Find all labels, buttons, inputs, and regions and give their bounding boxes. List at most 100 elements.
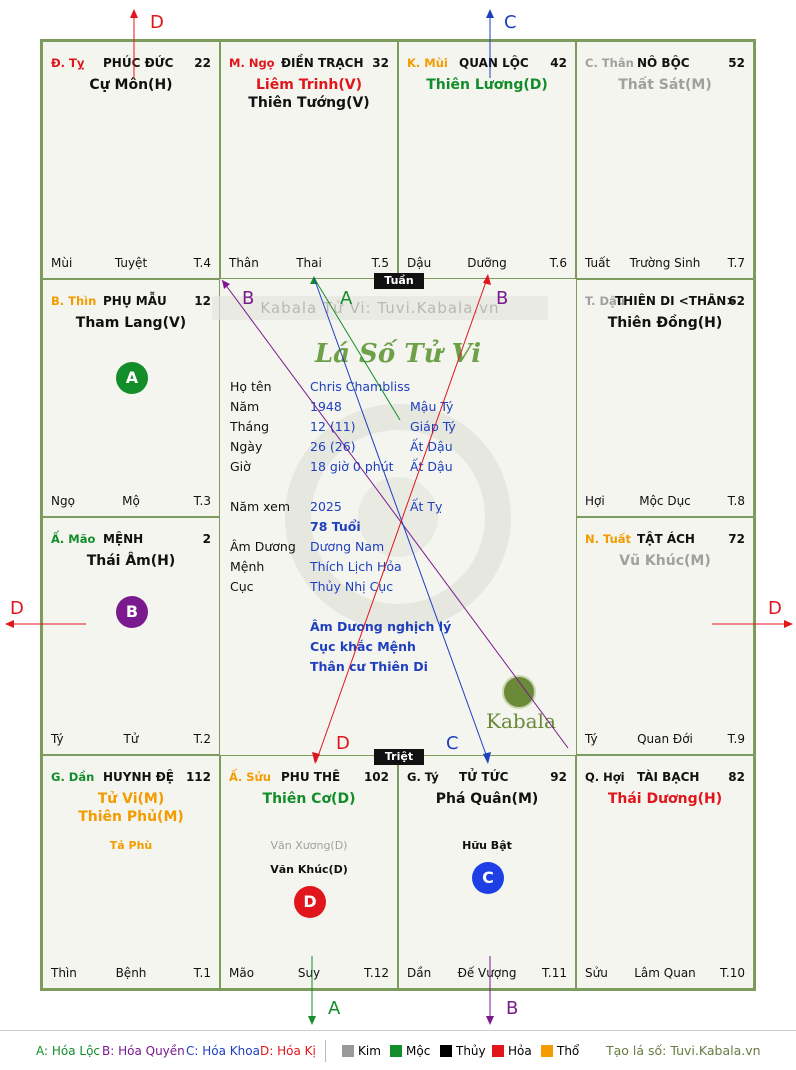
palace-age: 52 — [728, 56, 745, 70]
hoa-swatch — [492, 1045, 504, 1057]
value-nam-xem-canchi: Ất Tỵ — [410, 499, 443, 514]
footer-month: T.11 — [542, 966, 567, 980]
note-cuc-khac-menh: Cục khắc Mệnh — [310, 639, 416, 654]
footer-branch: Ngọ — [51, 494, 75, 508]
footer-stage: Thai — [296, 256, 322, 270]
palace-name: TẬT ÁCH — [637, 532, 695, 546]
legend-hoa-ki: D: Hóa Kị — [260, 1044, 316, 1058]
major-star: Liêm Trinh(V) — [256, 77, 362, 93]
footer-month: T.1 — [193, 966, 211, 980]
palace-name: ĐIỀN TRẠCH — [281, 56, 364, 70]
value-nam-canchi: Mậu Tý — [410, 399, 454, 414]
line-label-c: C — [446, 733, 459, 754]
note-am-duong: Âm Dương nghịch lý — [310, 619, 452, 634]
footer-month: T.6 — [549, 256, 567, 270]
legend-tho: Thổ — [541, 1044, 579, 1058]
major-star: Thái Âm(H) — [86, 553, 176, 569]
footer-month: T.5 — [371, 256, 389, 270]
palace-stem: Đ. Tỵ — [51, 56, 85, 70]
line-label-b-right: B — [496, 288, 509, 309]
value-nam-xem: 2025 — [310, 499, 342, 514]
legend-tho-label: Thổ — [557, 1044, 580, 1058]
palace-age: 42 — [550, 56, 567, 70]
footer-stage: Quan Đới — [637, 732, 693, 746]
hoa-quyen-circle: B — [116, 596, 148, 628]
palace-age: 72 — [728, 532, 745, 546]
minor-star: Văn Khúc(D) — [270, 863, 348, 876]
footer-branch: Tý — [585, 732, 598, 746]
palace-stem: G. Dần — [51, 770, 95, 784]
tuan-tag: Tuần — [374, 273, 424, 289]
palace-name: PHỤ MẪU — [103, 294, 167, 308]
kabala-tree-icon — [502, 675, 536, 709]
major-star: Thiên Tướng(V) — [248, 95, 370, 111]
palace-name: HUYNH ĐỆ — [103, 770, 174, 784]
palace-stem: T. Dậu — [585, 294, 625, 308]
center-panel: Lá Số Tử Vi Họ tên Chris Chambliss Năm 1… — [220, 279, 576, 755]
tho-swatch — [541, 1045, 553, 1057]
label-ngay: Ngày — [230, 439, 263, 454]
value-nam: 1948 — [310, 399, 342, 414]
value-thang: 12 (11) — [310, 419, 356, 434]
major-star: Cự Môn(H) — [89, 77, 173, 93]
footer-branch: Dần — [407, 966, 432, 980]
palace-name: NÔ BỘC — [637, 56, 690, 70]
arrow-label-d-top: D — [150, 12, 164, 33]
kim-swatch — [342, 1045, 354, 1057]
legend-thuy-label: Thủy — [456, 1044, 486, 1058]
footer-stage: Bệnh — [115, 966, 147, 980]
palace-name: QUAN LỘC — [459, 56, 529, 70]
legend-hoa-label: Hỏa — [508, 1044, 532, 1058]
palace-age: 2 — [202, 532, 211, 546]
palace-name: THIÊN DI <THÂN> — [615, 294, 737, 308]
minor-star: Tả Phù — [109, 839, 153, 852]
legend-site-link[interactable]: Tạo lá số: Tuvi.Kabala.vn — [606, 1043, 761, 1058]
palace-age: 102 — [363, 770, 389, 784]
footer-branch: Tuất — [585, 256, 611, 270]
legend-hoa-loc: A: Hóa Lộc — [36, 1044, 101, 1058]
palace-stem: K. Mùi — [407, 56, 448, 70]
major-star: Vũ Khúc(M) — [619, 553, 711, 569]
arrow-label-b-bottom: B — [506, 998, 519, 1019]
footer-month: T.3 — [193, 494, 211, 508]
hoa-khoa-circle: C — [472, 862, 504, 894]
major-star: Tham Lang(V) — [75, 315, 187, 331]
palace-age: 12 — [194, 294, 211, 308]
value-ngay: 26 (26) — [310, 439, 356, 454]
footer-month: T.2 — [193, 732, 211, 746]
minor-star: Hữu Bật — [462, 839, 512, 852]
value-am-duong: Dương Nam — [310, 539, 385, 554]
footer-month: T.8 — [727, 494, 745, 508]
major-star: Tử Vi(M) — [97, 791, 165, 807]
legend-thuy: Thủy — [440, 1044, 486, 1058]
legend-separator — [325, 1040, 326, 1062]
major-star: Thiên Đồng(H) — [607, 315, 723, 331]
label-ho-ten: Họ tên — [230, 379, 272, 394]
palace-stem: B. Thìn — [51, 294, 97, 308]
arrow-label-d-left: D — [10, 598, 24, 619]
major-star: Thái Dương(H) — [607, 791, 723, 807]
palace-stem: G. Tý — [407, 770, 439, 784]
footer-month: T.4 — [193, 256, 211, 270]
footer-stage: Suy — [297, 966, 321, 980]
footer-stage: Mộc Dục — [639, 494, 691, 508]
palace-name: MỆNH — [103, 532, 144, 546]
line-label-b-left: B — [242, 288, 255, 309]
major-star: Thiên Cơ(D) — [262, 791, 356, 807]
footer-stage: Đế Vượng — [457, 966, 517, 980]
label-gio: Giờ — [230, 459, 251, 474]
label-nam: Năm — [230, 399, 260, 414]
